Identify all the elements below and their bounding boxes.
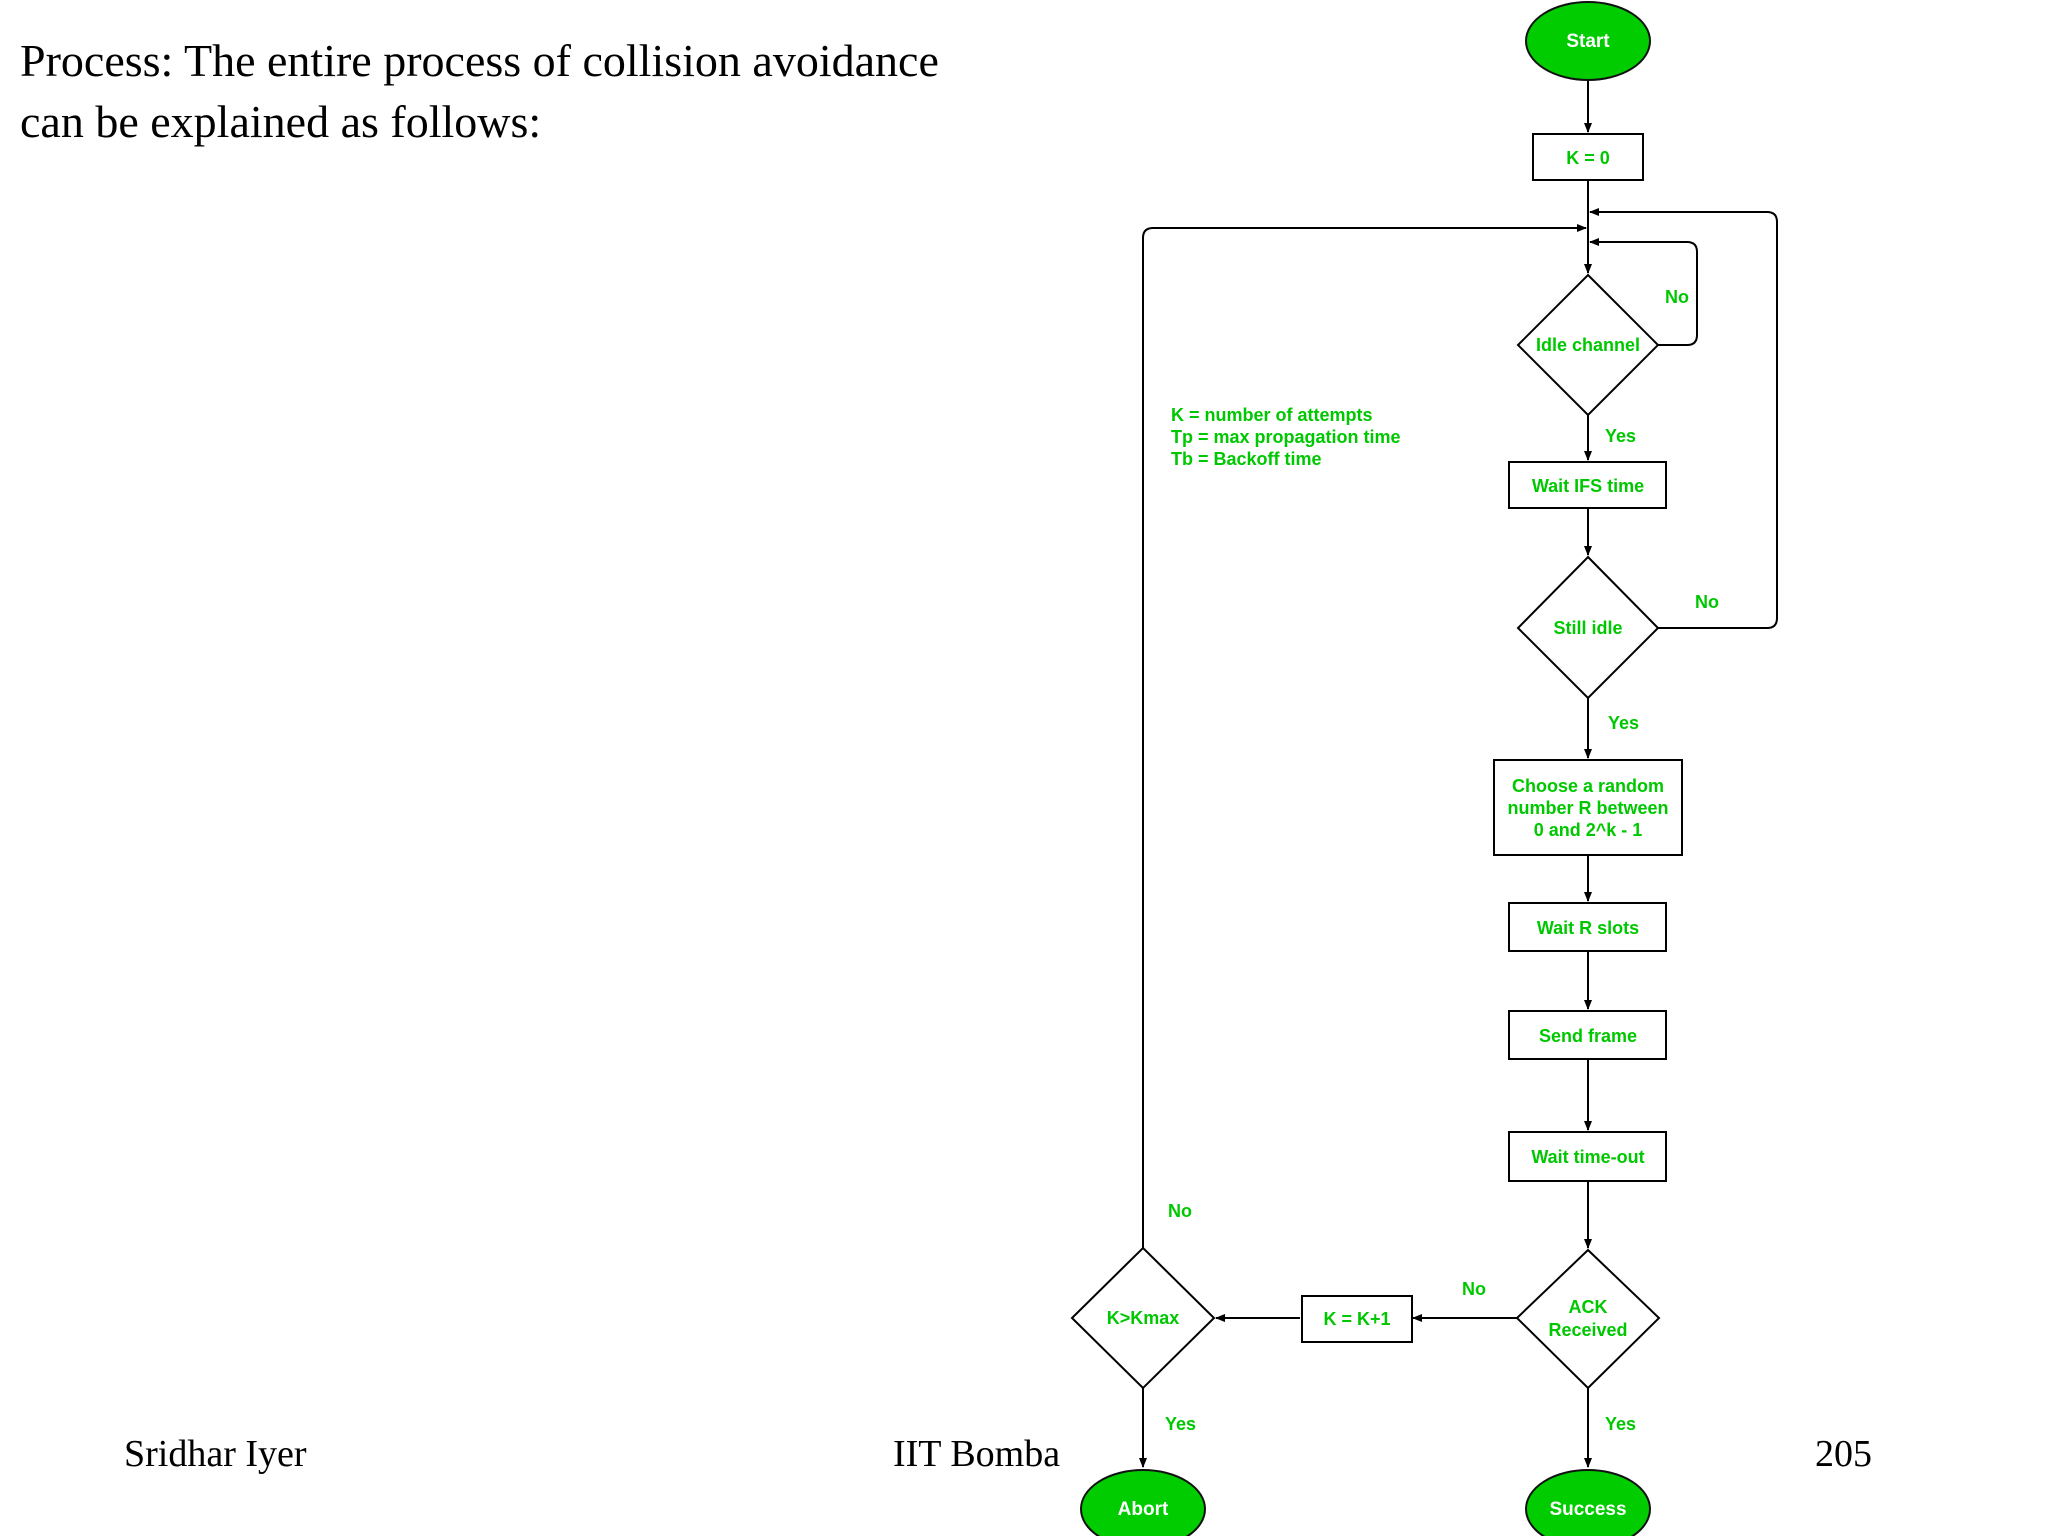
ack-label-line-2: Received	[1548, 1320, 1627, 1340]
wait-ifs-box: Wait IFS time	[1508, 461, 1667, 509]
k-init-label: K = 0	[1566, 148, 1610, 168]
legend-line-tp: Tp = max propagation time	[1171, 427, 1401, 447]
ack-label-line-1: ACK	[1569, 1297, 1608, 1317]
legend-line-tb: Tb = Backoff time	[1171, 449, 1322, 469]
wait-timeout-box: Wait time-out	[1508, 1131, 1667, 1182]
edge-still-idle-no-loop	[1589, 208, 1778, 629]
k-increment-box: K = K+1	[1301, 1295, 1413, 1343]
still-idle-decision: Still idle	[1516, 555, 1660, 700]
still-idle-no-label: No	[1695, 592, 1719, 612]
send-frame-label: Send frame	[1539, 1026, 1637, 1046]
connector-lines	[1139, 81, 1778, 1468]
footer-page-number: 205	[1815, 1433, 1872, 1475]
ack-received-decision: ACK Received	[1515, 1248, 1661, 1390]
still-idle-label: Still idle	[1553, 618, 1622, 638]
success-label: Success	[1549, 1499, 1626, 1520]
choose-random-line-1: Choose a random	[1512, 776, 1664, 796]
choose-random-box: Choose a random number R between 0 and 2…	[1493, 759, 1683, 856]
abort-label: Abort	[1118, 1499, 1169, 1520]
wait-r-slots-label: Wait R slots	[1537, 918, 1639, 938]
start-node: Start	[1525, 1, 1651, 81]
footer-author: Sridhar Iyer	[124, 1433, 307, 1475]
ack-no-label: No	[1462, 1279, 1486, 1299]
k-init-box: K = 0	[1532, 133, 1644, 181]
intro-text: Process: The entire process of collision…	[20, 30, 1060, 152]
edge-idle-no-loop	[1589, 238, 1698, 346]
kmax-no-label: No	[1168, 1201, 1192, 1221]
start-label: Start	[1566, 31, 1610, 52]
k-increment-label: K = K+1	[1323, 1309, 1390, 1329]
edge-kmax-no-loop	[1142, 224, 1587, 1248]
legend-line-k: K = number of attempts	[1171, 405, 1373, 425]
intro-line-2: can be explained as follows:	[20, 96, 542, 147]
wait-timeout-label: Wait time-out	[1531, 1147, 1644, 1167]
legend: K = number of attempts Tp = max propagat…	[1171, 405, 1401, 469]
wait-r-slots-box: Wait R slots	[1508, 902, 1667, 952]
still-idle-yes-label: Yes	[1608, 713, 1639, 733]
abort-node: Abort	[1080, 1469, 1206, 1536]
idle-channel-label: Idle channel	[1536, 335, 1640, 355]
ack-yes-label: Yes	[1605, 1414, 1636, 1434]
kmax-label: K>Kmax	[1107, 1308, 1180, 1328]
idle-yes-label: Yes	[1605, 426, 1636, 446]
send-frame-box: Send frame	[1508, 1010, 1667, 1060]
idle-no-label: No	[1665, 287, 1689, 307]
choose-random-line-3: 0 and 2^k - 1	[1534, 820, 1643, 840]
success-node: Success	[1525, 1469, 1651, 1536]
wait-ifs-label: Wait IFS time	[1532, 476, 1644, 496]
kmax-decision: K>Kmax	[1070, 1246, 1216, 1390]
kmax-yes-label: Yes	[1165, 1414, 1196, 1434]
edge-labels: No Yes No Yes No Yes No Yes	[1165, 287, 1719, 1434]
intro-line-1: Process: The entire process of collision…	[20, 35, 939, 86]
footer-institution: IIT Bomba	[893, 1433, 1061, 1475]
idle-channel-decision: Idle channel	[1516, 273, 1660, 417]
choose-random-line-2: number R between	[1507, 798, 1668, 818]
